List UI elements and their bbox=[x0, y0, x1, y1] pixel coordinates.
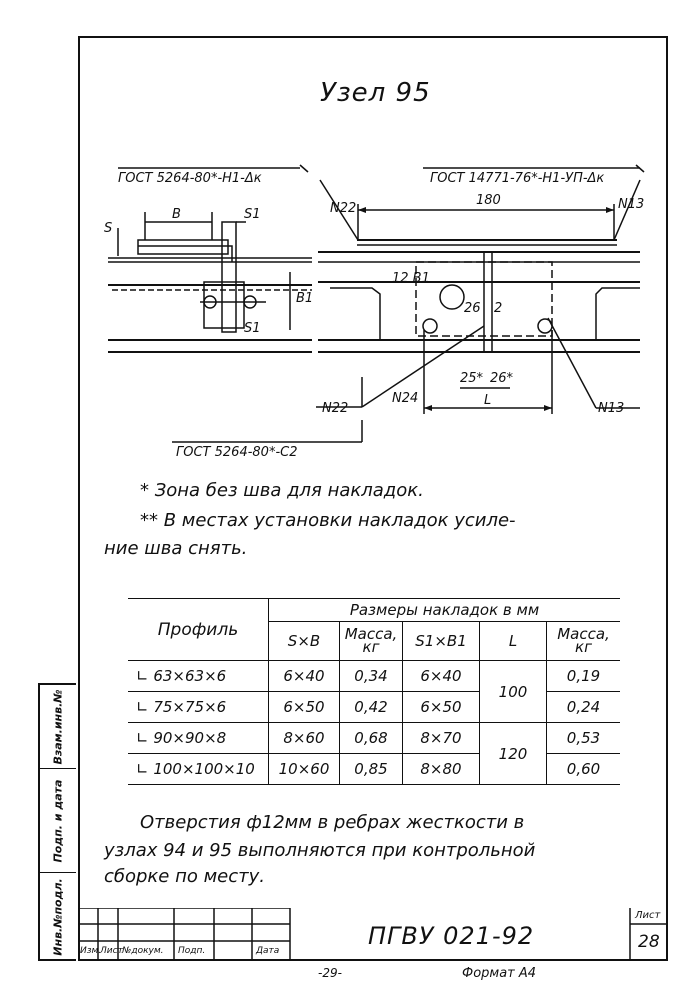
gost-right-label: ГОСТ 14771-76*-Н1-УП-Δк bbox=[430, 171, 604, 186]
gost-left-label: ГОСТ 5264-80*-Н1-Δк bbox=[118, 171, 262, 186]
cell-profile: ∟ 100×100×10 bbox=[128, 753, 269, 785]
cell-mass2: 0,24 bbox=[546, 691, 620, 723]
cell-s1b1: 6×40 bbox=[402, 660, 480, 692]
cell-profile: ∟ 63×63×6 bbox=[128, 660, 269, 692]
sidebar-label-sign: Подп. и дата bbox=[51, 779, 65, 863]
title-block: Изм. Лист №докум. Подп. Дата ПГВУ 021-92… bbox=[78, 908, 668, 961]
n24-label: N24 bbox=[392, 391, 418, 406]
dim-s1-lower-label: S1 bbox=[244, 321, 261, 336]
header-group: Размеры накладок в мм bbox=[268, 598, 620, 622]
cell-sxb: 6×40 bbox=[268, 660, 340, 692]
cell-l: 100 bbox=[479, 660, 547, 723]
cell-mass2: 0,60 bbox=[546, 753, 620, 785]
bottom-note-1: Отверстия ф12мм в ребрах жесткости в bbox=[140, 812, 525, 833]
cell-mass2: 0,53 bbox=[546, 722, 620, 754]
dim-2-label: 2 bbox=[494, 301, 502, 316]
page-number: -29- bbox=[318, 966, 342, 980]
subheader-mass2: Масса, кг bbox=[546, 621, 620, 661]
sidebar-cell-inv: Инв.№подл. bbox=[40, 873, 76, 961]
table-row: ∟ 90×90×8 8×60 0,68 8×70 120 0,53 bbox=[128, 722, 620, 785]
cell-s1b1: 8×70 bbox=[402, 722, 480, 754]
n22-bottom-label: N22 bbox=[322, 401, 348, 416]
dim-s-label: S bbox=[104, 221, 112, 236]
sidebar-label-inv: Инв.№подл. bbox=[51, 878, 65, 956]
dim-25-label: 25* bbox=[460, 371, 484, 386]
bottom-note-2: узлах 94 и 95 выполняются при контрольно… bbox=[104, 840, 536, 861]
dim-180-label: 180 bbox=[476, 193, 501, 208]
stamp-col-sign: Подп. bbox=[178, 946, 206, 956]
table-row: ∟ 63×63×6 6×40 0,34 6×40 100 0,19 bbox=[128, 660, 620, 723]
dim-12b1-label: 12 B1 bbox=[392, 271, 430, 286]
sheet-number: 28 bbox=[638, 932, 660, 952]
stamp-col-sheet: Лист bbox=[100, 946, 123, 956]
cell-l: 120 bbox=[479, 722, 547, 785]
cell-s1b1: 6×50 bbox=[402, 691, 480, 723]
cell-mass1: 0,68 bbox=[339, 722, 403, 754]
plates-table: Профиль Размеры накладок в мм S×B Масса,… bbox=[128, 598, 620, 785]
cell-mass1: 0,42 bbox=[339, 691, 403, 723]
note-1: * Зона без шва для накладок. bbox=[140, 480, 424, 501]
left-sidebar-stamp: Взам.инв.№ Подп. и дата Инв.№подл. bbox=[38, 683, 76, 961]
n13-bottom-label: N13 bbox=[598, 401, 624, 416]
drawing-frame bbox=[78, 36, 668, 961]
cell-mass1: 0,85 bbox=[339, 753, 403, 785]
cell-mass1: 0,34 bbox=[339, 660, 403, 692]
cell-sxb: 10×60 bbox=[268, 753, 340, 785]
sheet-label: Лист bbox=[635, 910, 661, 921]
format-label: Формат А4 bbox=[462, 966, 537, 981]
cell-profile: ∟ 75×75×6 bbox=[128, 691, 269, 723]
gost-bottom-label: ГОСТ 5264-80*-С2 bbox=[176, 445, 297, 460]
subheader-s1b1: S1×B1 bbox=[402, 621, 480, 661]
sidebar-cell-replace: Взам.инв.№ bbox=[40, 685, 76, 769]
subheader-sxb: S×B bbox=[268, 621, 340, 661]
stamp-col-rev: Изм. bbox=[80, 946, 102, 956]
subheader-l: L bbox=[479, 621, 547, 661]
cell-sxb: 8×60 bbox=[268, 722, 340, 754]
note-2: ** В местах установки накладок усиле- bbox=[140, 510, 516, 531]
node-drawing: ГОСТ 5264-80*-Н1-Δк ГОСТ 14771-76*-Н1-УП… bbox=[104, 164, 645, 460]
n22-top-label: N22 bbox=[330, 201, 356, 216]
sidebar-cell-sign: Подп. и дата bbox=[40, 769, 76, 873]
cell-profile: ∟ 90×90×8 bbox=[128, 722, 269, 754]
cell-sxb: 6×50 bbox=[268, 691, 340, 723]
cell-s1b1: 8×80 bbox=[402, 753, 480, 785]
stamp-col-date: Дата bbox=[256, 946, 280, 956]
dim-b1-label: B1 bbox=[296, 291, 313, 306]
cell-mass2: 0,19 bbox=[546, 660, 620, 692]
dim-26b-label: 26* bbox=[490, 371, 514, 386]
dim-b-label: B bbox=[172, 207, 181, 222]
dim-s1-label: S1 bbox=[244, 207, 261, 222]
table-row: ∟ 100×100×10 10×60 0,85 8×80 0,60 bbox=[128, 753, 620, 785]
table-row: ∟ 75×75×6 6×50 0,42 6×50 0,24 bbox=[128, 691, 620, 723]
doc-code: ПГВУ 021-92 bbox=[368, 922, 535, 950]
bottom-note-3: сборке по месту. bbox=[104, 866, 266, 887]
subheader-mass1: Масса, кг bbox=[339, 621, 403, 661]
note-3: ние шва снять. bbox=[104, 538, 248, 559]
dim-26-label: 26 bbox=[464, 301, 481, 316]
header-profile: Профиль bbox=[128, 598, 269, 661]
stamp-col-doc: №докум. bbox=[122, 946, 164, 956]
sidebar-label-replace: Взам.инв.№ bbox=[51, 689, 65, 765]
n13-top-label: N13 bbox=[618, 197, 644, 212]
page-title: Узел 95 bbox=[320, 78, 431, 108]
dim-l-label: L bbox=[484, 393, 491, 408]
